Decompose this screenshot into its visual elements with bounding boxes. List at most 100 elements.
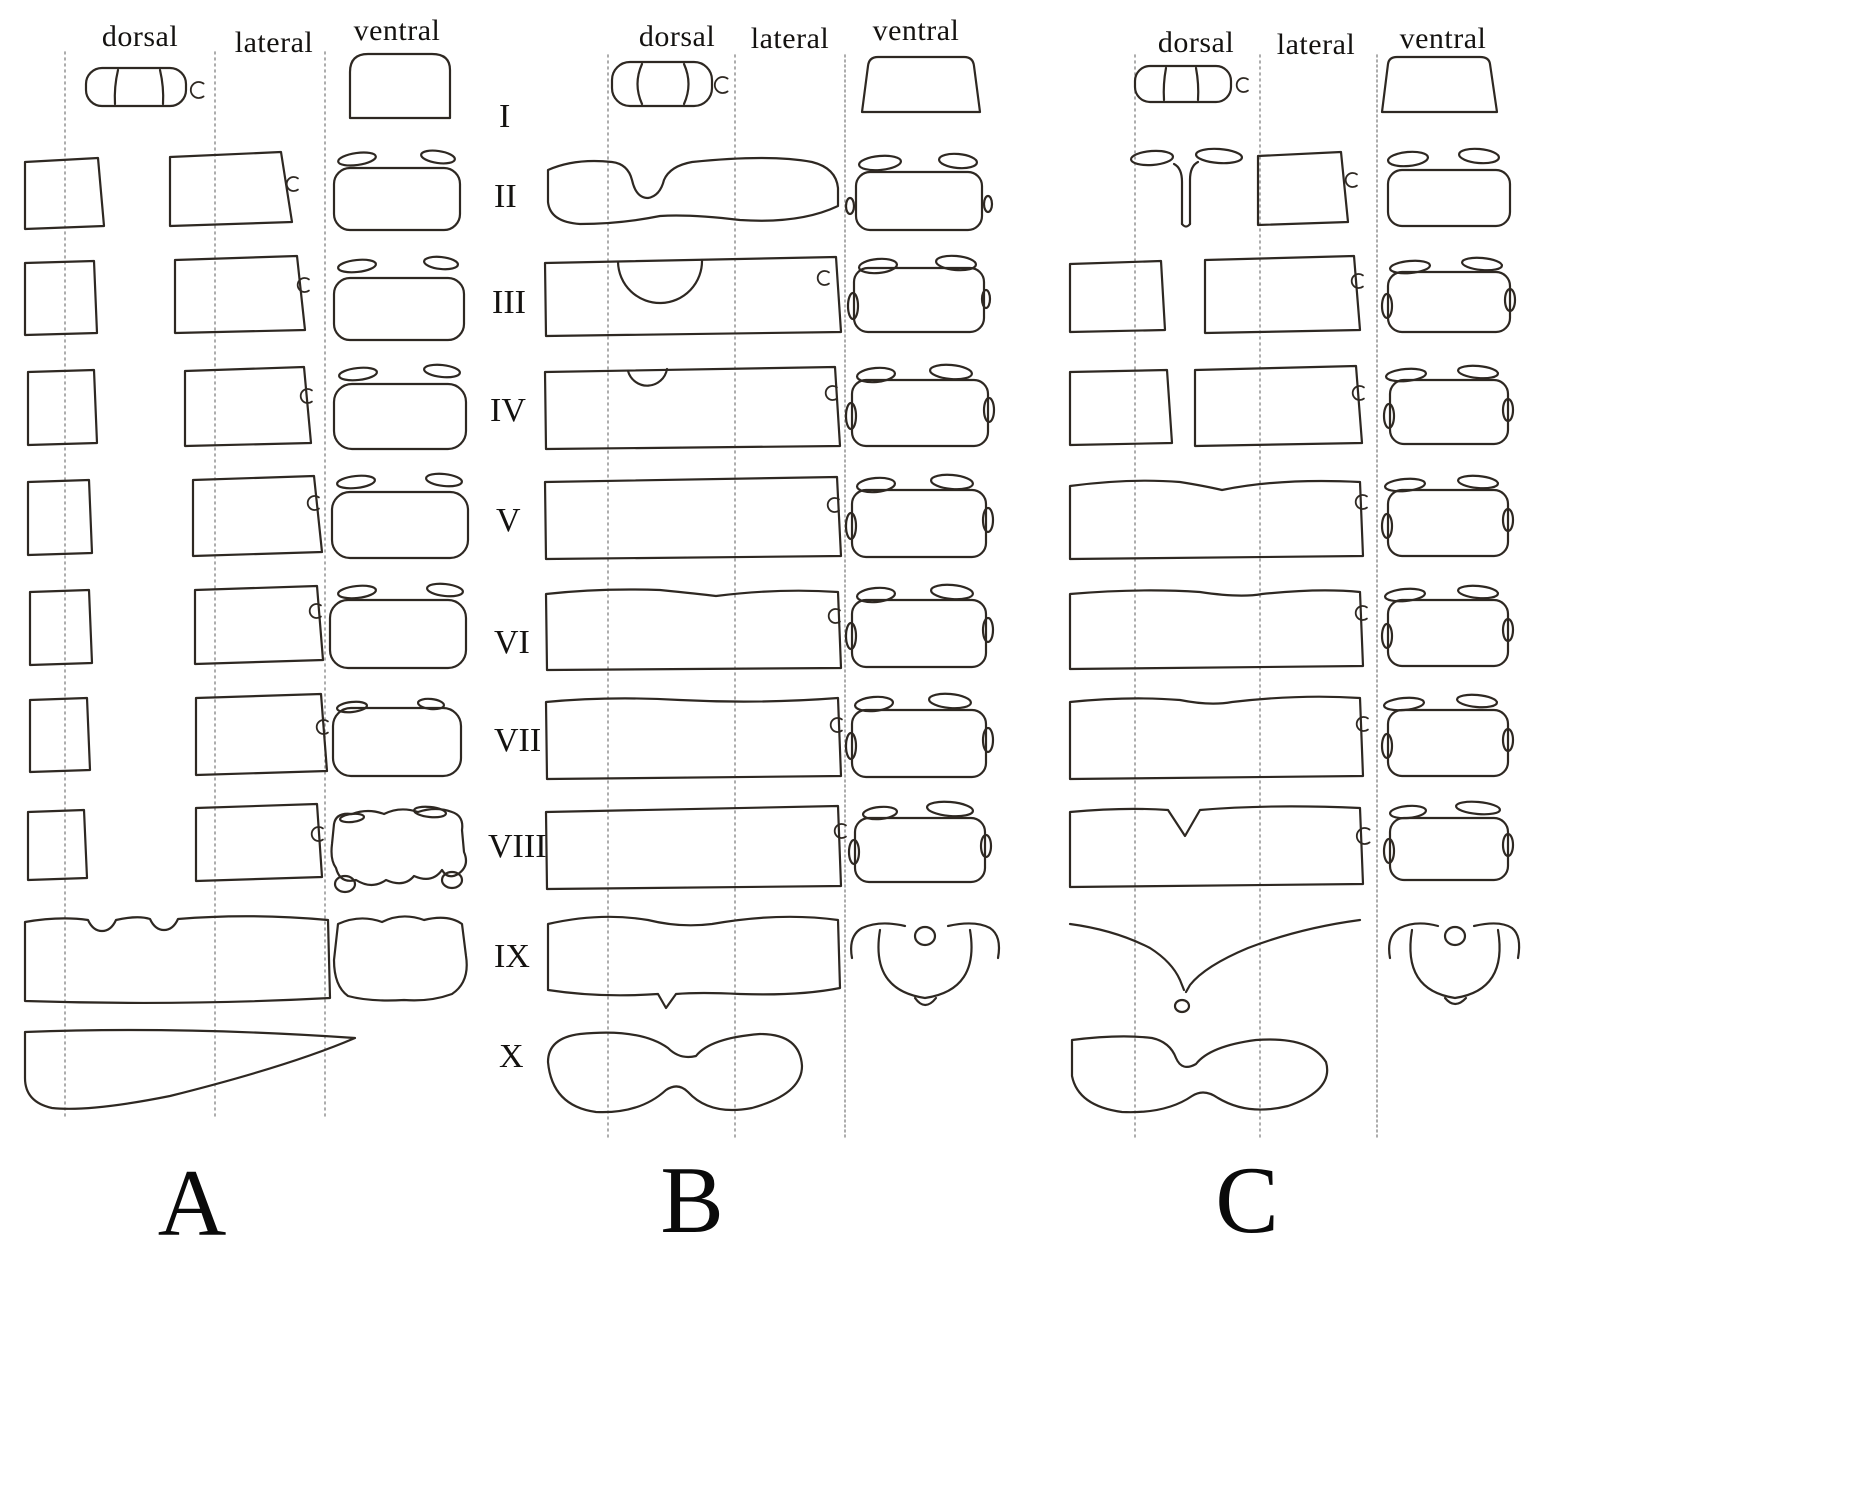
b-ix-dorsal-outline (546, 915, 842, 1010)
c-ix-dorsal-left (1068, 922, 1186, 992)
c-viii-paratergite-right (1454, 800, 1502, 816)
col-header-a-lateral: lateral (234, 26, 314, 59)
b-viii-tab-left (847, 838, 861, 866)
a-v-dorsal-outline (26, 478, 94, 557)
a-i-ventral-outline (348, 52, 452, 120)
c-iii-tab-right (1503, 287, 1517, 313)
col-header-a-ventral: ventral (353, 14, 441, 47)
c-iv-tab-right (1501, 397, 1515, 423)
b-ii-ventral-outline (854, 170, 984, 232)
row-label-1: I (499, 98, 511, 135)
c-v-tergite-outline (1068, 479, 1365, 561)
col-header-c-lateral: lateral (1276, 28, 1356, 61)
a-i-spiracle (189, 81, 205, 99)
a-iii-paratergite-right (422, 255, 460, 271)
b-vii-spiracle (829, 717, 843, 733)
a-iii-spiracle (296, 277, 310, 293)
c-ii-lateral-outline (1256, 150, 1350, 227)
b-iii-paratergite-left (857, 257, 899, 275)
b-ix-ventral-bump (913, 996, 938, 1007)
b-iii-tab-right (980, 288, 992, 310)
c-v-tab-left (1380, 512, 1394, 540)
b-ii-paratergite-right (937, 152, 979, 170)
b-i-dorsal-suture-1 (636, 62, 644, 106)
b-iv-ventral-outline (850, 378, 990, 448)
c-iv-ventral-outline (1388, 378, 1510, 446)
a-viii-spiracle (310, 826, 324, 842)
c-ix-dorsal-right (1184, 918, 1362, 994)
b-v-tergite-outline (543, 475, 843, 561)
c-ii-paratergite-right (1457, 147, 1501, 165)
c-vi-paratergite-right (1456, 584, 1500, 600)
b-i-dorsal-outline (610, 60, 714, 108)
a-vii-spiracle (315, 719, 329, 735)
b-i-dorsal-suture-2 (682, 62, 690, 106)
row-label-6: VI (494, 624, 530, 661)
a-i-dorsal-outline (84, 66, 188, 108)
c-ii-paratergite-d-right (1194, 147, 1244, 165)
col-header-a-dorsal: dorsal (101, 20, 179, 53)
row-label-3: III (492, 284, 526, 321)
b-ii-spiracle-left (844, 196, 856, 216)
c-iv-paratergite-right (1456, 364, 1500, 380)
c-i-dorsal-suture-2 (1194, 66, 1200, 102)
c-iv-tab-left (1382, 402, 1396, 430)
c-viii-tab-left (1382, 837, 1396, 865)
a-vii-dorsal-outline (28, 696, 92, 774)
b-ii-spiracle-right (982, 194, 994, 214)
b-vi-ventral-outline (850, 598, 988, 669)
b-iii-spiracle (816, 270, 830, 286)
a-iii-ventral-outline (332, 276, 466, 342)
c-iii-tab-left (1380, 292, 1394, 320)
c-iii-lateral-outline (1203, 254, 1362, 335)
a-vii-ventral-outline (331, 706, 463, 778)
panel-label-b: B (660, 1147, 724, 1253)
a-vii-paratergite-left (335, 700, 369, 714)
c-i-dorsal-outline (1133, 64, 1233, 104)
c-iii-dorsal-outline (1068, 259, 1167, 334)
row-label-9: IX (494, 938, 530, 975)
b-v-spiracle (826, 497, 840, 513)
c-ii-stem-base (1180, 222, 1192, 228)
c-v-ventral-outline (1386, 488, 1510, 558)
c-ix-ventral-bump (1443, 996, 1468, 1006)
a-vi-paratergite-right (425, 582, 465, 598)
c-iii-ventral-outline (1386, 270, 1512, 334)
row-label-8: VIII (488, 828, 547, 865)
a-iv-dorsal-outline (26, 368, 99, 447)
c-viii-spiracle (1355, 827, 1371, 845)
c-iv-lateral-outline (1193, 364, 1364, 448)
b-x-outline (546, 1031, 804, 1114)
b-iv-paratergite-left (855, 366, 897, 384)
a-ii-dorsal-outline (23, 156, 106, 231)
c-iii-paratergite-right (1460, 256, 1504, 272)
a-i-dorsal-suture-1 (113, 68, 120, 106)
c-i-ventral-outline (1380, 55, 1499, 114)
a-v-paratergite-right (424, 472, 464, 488)
row-label-2: II (494, 178, 517, 215)
c-vii-paratergite-right (1455, 693, 1499, 709)
a-iv-paratergite-left (337, 366, 379, 382)
c-vi-tab-right (1501, 617, 1515, 643)
a-ii-paratergite-right (420, 149, 456, 165)
b-iv-tergite-outline (543, 365, 842, 451)
c-vii-ventral-outline (1386, 708, 1510, 778)
a-ii-spiracle (285, 176, 299, 192)
a-vi-lateral-outline (193, 584, 325, 666)
panel-label-c: C (1215, 1147, 1279, 1253)
c-vii-tab-left (1380, 732, 1394, 760)
b-i-ventral-outline (860, 55, 982, 114)
b-iii-paratergite-right (934, 254, 978, 272)
a-iii-paratergite-left (336, 258, 378, 274)
a-vi-ventral-outline (328, 598, 468, 670)
b-ix-ventral-rim-right (946, 922, 1001, 960)
a-x-outline (23, 1028, 357, 1110)
a-vi-spiracle (308, 603, 322, 619)
col-header-b-ventral: ventral (872, 14, 960, 47)
c-i-dorsal-suture-1 (1162, 66, 1168, 102)
c-vi-spiracle (1354, 605, 1368, 621)
b-vii-tab-right (981, 726, 995, 754)
b-v-tab-right (981, 506, 995, 534)
a-i-dorsal-suture-2 (158, 68, 165, 106)
b-vii-paratergite-right (927, 692, 973, 710)
